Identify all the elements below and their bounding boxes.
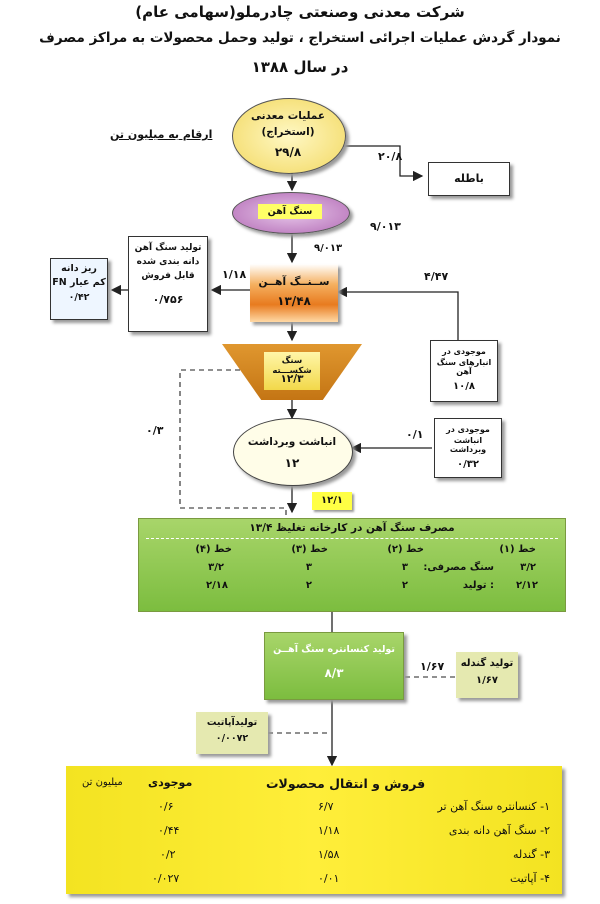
sales-row: ۳- گندله ۱/۵۸ ۰/۲: [66, 842, 562, 866]
pellet-label: تولید گندله: [460, 658, 514, 669]
fines-box: ریز دانه FN کم عیار ۰/۴۲: [50, 258, 108, 320]
mining-value: ۲۹/۸: [274, 145, 302, 159]
waste-flow-value: ۲۰/۸: [378, 150, 403, 163]
company-name: شرکت معدنی وصنعتی چادرملو(سهامی عام): [135, 3, 465, 21]
stockpile-inv-label-2: انباشت وبرداشت: [449, 436, 487, 454]
plant-production-line4: ۲/۱۸: [206, 580, 228, 591]
plant-production-line3: ۲: [305, 580, 312, 591]
fines-label-2: FN کم عیار: [52, 277, 106, 288]
sellable-value: ۰/۷۵۶: [152, 293, 184, 306]
mining-node: [232, 98, 346, 174]
sellable-box: تولید سنگ آهن دانه بندی شده قابل فروش ۰/…: [128, 236, 208, 332]
concentrate-value: ۸/۳: [324, 666, 344, 680]
sales-row-name: ۱- کنسانتره سنگ آهن تر: [437, 800, 550, 813]
plant-consumption-line1: ۳/۲: [520, 562, 536, 573]
apatite-value: ۰/۰۰۷۲: [215, 733, 249, 744]
concentrate-box: [264, 632, 404, 700]
stockpile-inv-box: موجودی در انباشت وبرداشت ۰/۳۲: [434, 418, 502, 478]
sales-unit: میلیون تن: [82, 777, 123, 788]
plant-consumption-line3: ۳: [305, 562, 312, 573]
stockpile-value: ۱۲: [284, 456, 300, 470]
sales-stock-header: موجودی: [148, 776, 193, 789]
plant-consumption-line4: ۳/۲: [208, 562, 224, 573]
sellable-flow-value: ۱/۱۸: [222, 268, 247, 281]
pellet-box: تولید گندله ۱/۶۷: [456, 652, 518, 698]
plant-consumption-box: [138, 518, 566, 612]
sales-title: فروش و انتقال محصولات: [266, 776, 426, 791]
plant-table: خط (۱) خط (۲) خط (۳) خط (۴) سنگ مصرفی: ۳…: [140, 544, 564, 604]
plant-production-label: : تولید: [462, 580, 494, 591]
waste-box: باطله: [428, 162, 510, 196]
stock-depot-label-2: انبارهای سنگ آهن: [436, 358, 492, 376]
concentrate-label: تولید کنسانتره سنگ آهــن: [273, 644, 395, 655]
stockpile-inv-label-1: موجودی در: [446, 425, 490, 434]
sales-row: ۱- کنسانتره سنگ آهن تر ۶/۷ ۰/۶: [66, 794, 562, 818]
sales-row-name: ۳- گندله: [513, 848, 550, 861]
bypass-flow-value: ۰/۳: [146, 424, 164, 437]
iron-ore-main-label: ســنــگ آهــن: [258, 276, 330, 288]
to-plant-value: ۱۲/۱: [312, 492, 352, 510]
plant-header-line4: خط (۴): [195, 544, 232, 555]
crushed-label-box: [264, 352, 320, 390]
mining-label-2: (استخراج): [261, 126, 315, 138]
pellet-flow-value: ۱/۶۷: [420, 660, 445, 673]
stock-depot-flow-value: ۴/۴۷: [424, 270, 449, 283]
sales-row-name: ۴- آپاتیت: [509, 872, 550, 885]
sales-row-sold: ۶/۷: [318, 800, 334, 813]
sales-table: فروش و انتقال محصولات موجودی میلیون تن ۱…: [66, 766, 562, 894]
sales-row-stock: ۰/۰۲۷: [152, 872, 180, 885]
fines-value: ۰/۴۲: [68, 292, 90, 303]
plant-divider: [146, 538, 558, 539]
stockpile-node: [233, 418, 353, 486]
sales-row-sold: ۱/۵۸: [318, 848, 340, 861]
plant-header-line3: خط (۳): [291, 544, 328, 555]
stock-depot-box: موجودی در انبارهای سنگ آهن ۱۰/۸: [430, 340, 498, 402]
fines-label-1: ریز دانه: [61, 263, 97, 274]
sellable-label-3: قابل فروش: [141, 271, 195, 281]
stockpile-inv-value: ۰/۳۲: [457, 459, 479, 470]
diagram-title: نمودار گردش عملیات اجرائی استخراج ، تولی…: [39, 30, 561, 46]
plant-production-line1: ۲/۱۲: [516, 580, 538, 591]
stockpile-inv-flow-value: ۰/۱: [406, 428, 424, 441]
iron-ore-flow-center: ۹/۰۱۳: [314, 243, 343, 254]
stock-depot-label-1: موجودی در: [442, 347, 486, 356]
iron-ore-main-value: ۱۳/۴۸: [277, 294, 311, 308]
mining-label-1: عملیات معدنی: [251, 110, 325, 122]
pellet-value: ۱/۶۷: [476, 675, 498, 686]
stock-depot-value: ۱۰/۸: [453, 381, 475, 392]
stockpile-label: انباشت وبرداشت: [247, 436, 337, 448]
diagram-year: در سال ۱۳۸۸: [251, 58, 349, 76]
units-note: ارقام به میلیون تن: [110, 128, 213, 141]
sales-row-sold: ۰/۰۱: [318, 872, 340, 885]
sellable-label-1: تولید سنگ آهن: [134, 243, 202, 253]
sales-row-stock: ۰/۴۴: [158, 824, 180, 837]
waste-label: باطله: [454, 172, 484, 185]
apatite-box: تولیدآپاتیت ۰/۰۰۷۲: [196, 712, 268, 754]
crushed-value: ۱۲/۳: [280, 373, 304, 385]
apatite-label: تولیدآپاتیت: [206, 717, 258, 728]
sales-row-stock: ۰/۲: [160, 848, 176, 861]
sales-row-name: ۲- سنگ آهن دانه بندی: [448, 824, 550, 837]
plant-production-line2: ۲: [401, 580, 408, 591]
plant-header-line1: خط (۱): [499, 544, 536, 555]
sales-row: ۲- سنگ آهن دانه بندی ۱/۱۸ ۰/۴۴: [66, 818, 562, 842]
crushed-label: سنگ شکســـته: [272, 356, 312, 376]
iron-ore-flow-right: ۹/۰۱۳: [370, 220, 401, 233]
sellable-label-2: دانه بندی شده: [136, 257, 200, 267]
iron-ore-top-label: سنگ آهن: [258, 204, 322, 219]
iron-ore-main-node: [250, 264, 338, 322]
plant-header-line2: خط (۲): [387, 544, 424, 555]
sales-row-stock: ۰/۶: [158, 800, 174, 813]
sales-row: ۴- آپاتیت ۰/۰۱ ۰/۰۲۷: [66, 866, 562, 890]
plant-consumption-label: سنگ مصرفی:: [423, 562, 494, 573]
plant-consumption-line2: ۳: [401, 562, 408, 573]
sales-row-sold: ۱/۱۸: [318, 824, 340, 837]
plant-title: مصرف سنگ آهن در کارخانه تغلیظ ۱۳/۴: [249, 522, 455, 534]
